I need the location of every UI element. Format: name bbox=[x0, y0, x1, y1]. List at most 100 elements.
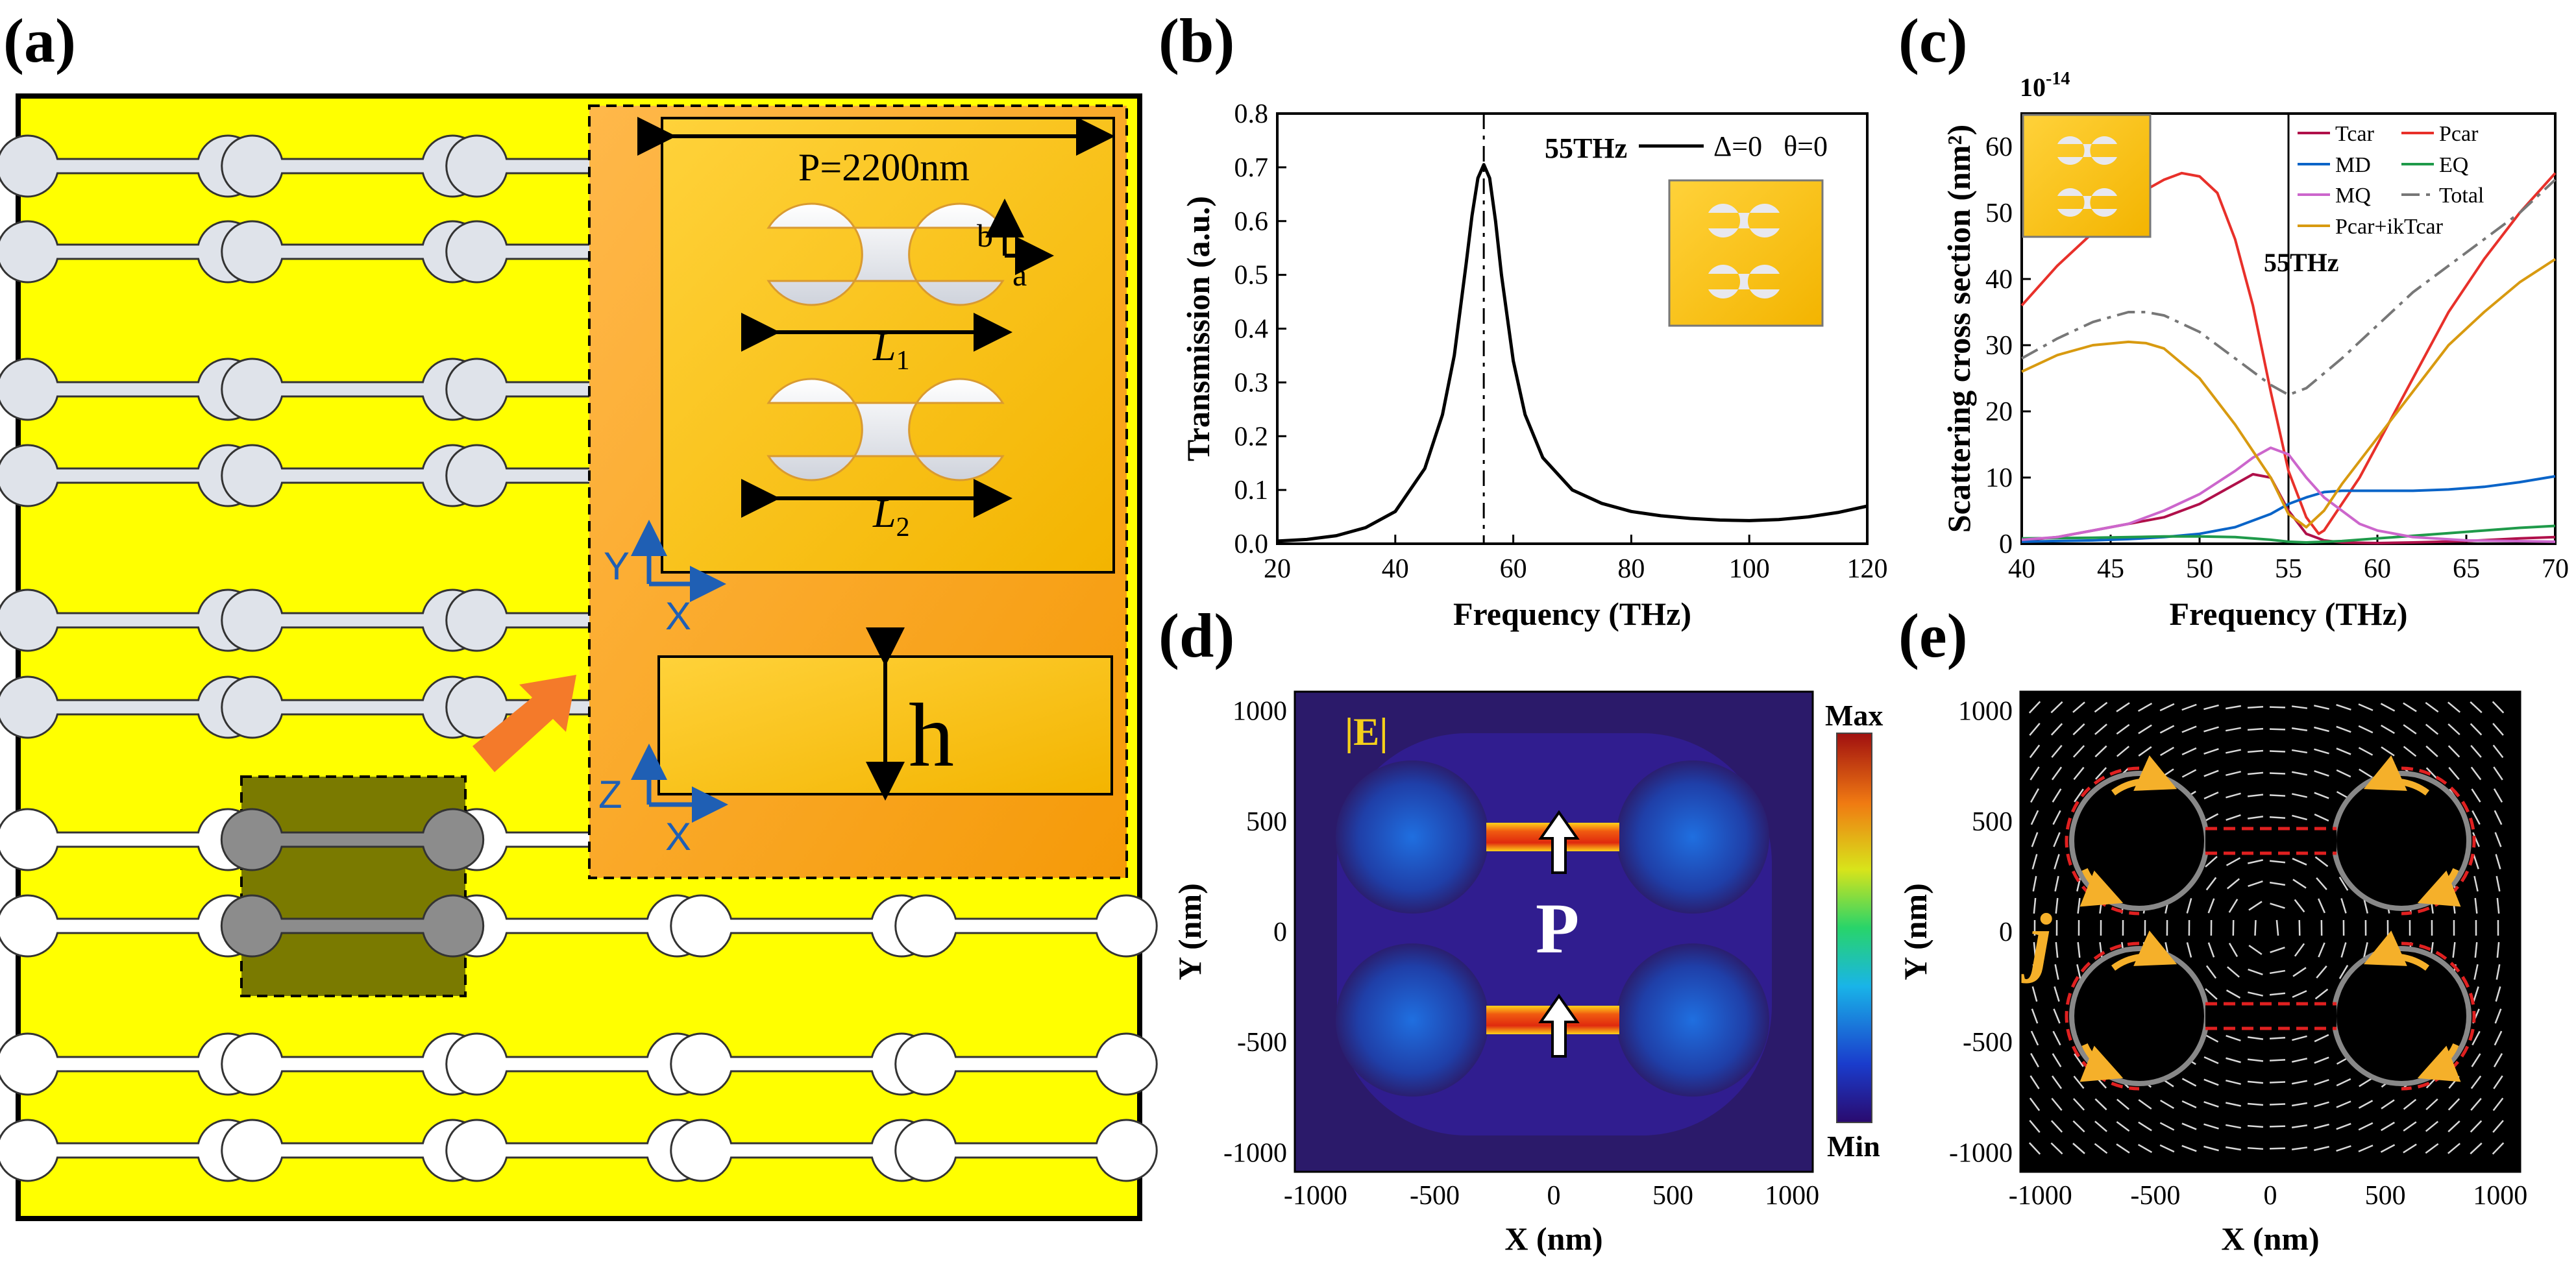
L2-label: L2 bbox=[872, 490, 910, 542]
y-tick-label: 0.4 bbox=[1234, 315, 1269, 345]
current-vector bbox=[2496, 897, 2500, 914]
current-vector bbox=[2291, 705, 2308, 709]
current-vector bbox=[2492, 723, 2504, 736]
x-tick-label: 120 bbox=[1847, 554, 1888, 584]
current-vector bbox=[2094, 1098, 2107, 1111]
panel-a-tag: (a) bbox=[3, 6, 76, 75]
xz-z-label: Z bbox=[598, 773, 622, 816]
current-vector bbox=[2380, 1144, 2396, 1153]
current-vector bbox=[2073, 766, 2085, 781]
unit-cell-highlight bbox=[240, 775, 467, 997]
current-vector bbox=[2403, 1098, 2417, 1110]
y-tick-label: 40 bbox=[1985, 265, 2013, 295]
current-vector bbox=[2116, 702, 2130, 712]
current-vector bbox=[2425, 701, 2439, 713]
xy-x-label: X bbox=[665, 594, 691, 638]
dipole-arrow-bottom bbox=[1538, 993, 1580, 1058]
current-vector bbox=[2203, 1100, 2219, 1108]
current-vector bbox=[2292, 793, 2307, 798]
current-vector bbox=[2338, 965, 2349, 979]
current-vector bbox=[2226, 1034, 2241, 1042]
current-vector bbox=[2336, 1145, 2351, 1152]
current-vector bbox=[2074, 788, 2084, 803]
series-line-mq bbox=[2021, 446, 2556, 543]
current-vector bbox=[2425, 1143, 2439, 1154]
x-tick-label: 80 bbox=[1617, 554, 1645, 584]
current-vector bbox=[2291, 1147, 2308, 1150]
map-x-tick-label: -1000 bbox=[1284, 1181, 1347, 1211]
map-x-tick-label: 1000 bbox=[1765, 1181, 1819, 1211]
y-axis-label: Transmission (a.u.) bbox=[1180, 196, 1216, 461]
current-vector bbox=[2031, 854, 2038, 869]
legend-label: Pcar+ikTcar bbox=[2335, 215, 2444, 239]
current-vector bbox=[2225, 749, 2242, 754]
current-vector bbox=[2203, 1056, 2219, 1065]
hole-array bbox=[0, 134, 1158, 1182]
current-vector bbox=[2030, 1075, 2040, 1089]
current-vector bbox=[2291, 771, 2308, 776]
dumbbell-hole bbox=[894, 894, 1158, 958]
current-vector bbox=[2181, 725, 2197, 733]
map-y-tick-label: 0 bbox=[1999, 917, 2013, 947]
current-vector bbox=[2496, 875, 2501, 892]
dumbbell-hole bbox=[894, 1119, 1158, 1182]
current-vector bbox=[2336, 769, 2351, 778]
current-vector bbox=[2033, 897, 2037, 914]
current-vector bbox=[2336, 725, 2351, 733]
current-vector bbox=[2138, 1121, 2152, 1132]
current-vector bbox=[2314, 748, 2329, 755]
current-vector bbox=[2247, 1147, 2264, 1150]
current-vector bbox=[2291, 1124, 2308, 1128]
current-vector bbox=[2077, 941, 2081, 958]
current-vector bbox=[2269, 969, 2286, 975]
current-vector bbox=[2292, 814, 2307, 821]
current-vector bbox=[2492, 1097, 2504, 1111]
b-label: b bbox=[977, 217, 993, 254]
current-vector bbox=[2358, 725, 2374, 734]
current-vector bbox=[2226, 771, 2241, 776]
current-vector bbox=[2228, 899, 2239, 913]
current-vector bbox=[2336, 704, 2351, 710]
current-dumbbell-top bbox=[2065, 755, 2476, 916]
current-vector bbox=[2292, 858, 2307, 866]
current-vector bbox=[2028, 701, 2041, 714]
current-vector bbox=[2318, 942, 2325, 958]
current-vector bbox=[2247, 816, 2264, 819]
current-vector bbox=[2247, 1080, 2264, 1084]
map-y-tick-label: -500 bbox=[1963, 1028, 2013, 1058]
current-vector bbox=[2269, 1036, 2286, 1040]
panel-c-tag: (c) bbox=[1898, 6, 1968, 75]
current-vector bbox=[2094, 1121, 2107, 1132]
current-vector bbox=[2493, 1075, 2503, 1089]
current-vector bbox=[2031, 1008, 2039, 1024]
current-vector bbox=[2269, 860, 2286, 864]
current-vector bbox=[2425, 1121, 2439, 1132]
current-vector bbox=[2031, 986, 2038, 1002]
current-vector bbox=[2029, 744, 2041, 758]
current-vector bbox=[2159, 1122, 2175, 1131]
map-frame bbox=[1294, 690, 1814, 1173]
current-vector bbox=[2496, 964, 2501, 980]
current-vector bbox=[2471, 1053, 2481, 1067]
current-vector bbox=[2403, 702, 2417, 712]
panel-d-tag: (d) bbox=[1159, 601, 1234, 670]
colorbar-min: Min bbox=[1827, 1130, 1880, 1163]
current-vector bbox=[2160, 746, 2174, 757]
current-vector bbox=[2159, 703, 2175, 712]
panel-a: (a) P=2200nm b a L1 L2 Y X h Z X bbox=[0, 6, 1158, 1221]
current-vector bbox=[2292, 1035, 2307, 1041]
current-vector bbox=[2291, 727, 2308, 731]
current-vector bbox=[2116, 1098, 2130, 1110]
current-vector bbox=[2072, 723, 2085, 736]
legend-label: Total bbox=[2439, 184, 2484, 208]
y-tick-label: 0.0 bbox=[1234, 529, 1269, 559]
current-vector bbox=[2248, 859, 2263, 864]
current-vector bbox=[2181, 1078, 2197, 1087]
current-vector bbox=[2292, 967, 2307, 977]
current-vector bbox=[2033, 941, 2037, 958]
current-vector bbox=[2381, 1099, 2395, 1110]
dipole-p-label: P bbox=[1536, 889, 1579, 968]
map-y-tick-label: 1000 bbox=[1958, 697, 2013, 727]
